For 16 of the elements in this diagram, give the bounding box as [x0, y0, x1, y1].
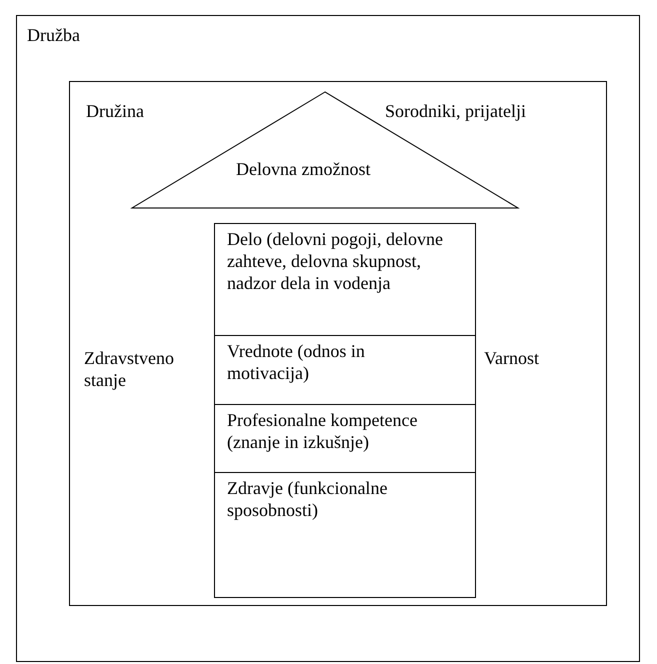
layer-box [214, 404, 476, 473]
text-label: Sorodniki, prijatelji [385, 100, 526, 122]
layer-text: Vrednote (odnos in motivacija) [227, 341, 365, 383]
text-label: Varnost [484, 347, 539, 369]
layer-text: Delo (delovni pogoji, delovne zahteve, delovna skupnost, nadzor dela in vodenja [227, 229, 443, 293]
frame-box [16, 15, 640, 662]
layer-box [214, 472, 476, 598]
text-label: Delovna zmožnost [236, 158, 370, 180]
text-label: Zdravstveno stanje [84, 347, 175, 391]
layer-text: Profesionalne kompetence (znanje in izkušnje) [227, 410, 418, 452]
layer-box [214, 335, 476, 405]
text-label: Družina [86, 100, 144, 122]
layer-text: Zdravje (funkcionalne sposobnosti) [227, 478, 388, 520]
text-label: Družba [27, 24, 80, 46]
frame-box [69, 81, 607, 606]
layer-box [214, 223, 476, 336]
